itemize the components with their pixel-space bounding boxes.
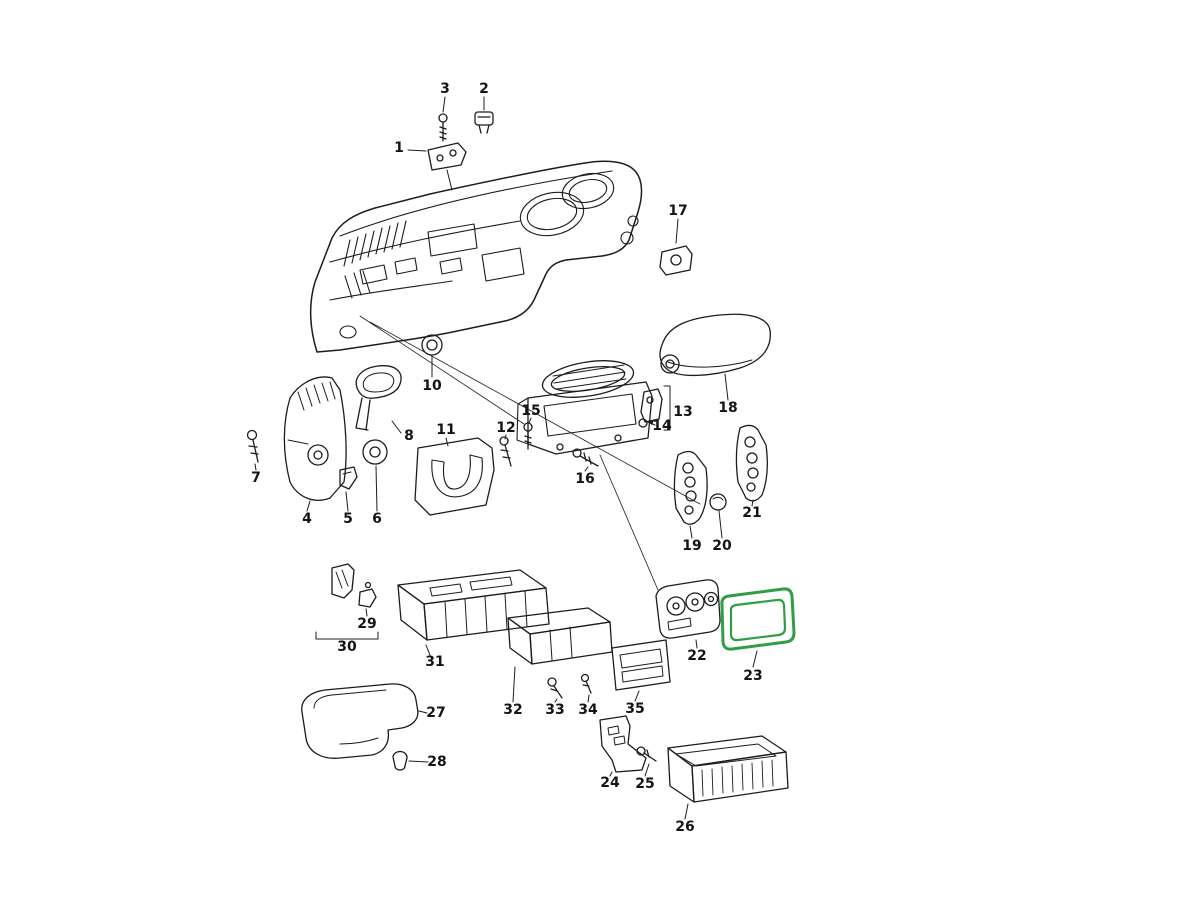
part-30-bracket: [315, 563, 379, 640]
part-label-21: 21: [742, 505, 762, 521]
part-label-15: 15: [521, 403, 541, 419]
part-label-26: 26: [675, 819, 695, 835]
part-2-clip: [474, 96, 494, 134]
part-label-4: 4: [302, 511, 312, 527]
part-label-23: 23: [743, 668, 763, 684]
part-label-18: 18: [718, 400, 738, 416]
part-label-3: 3: [440, 81, 450, 97]
part-35-faceplate: [611, 639, 671, 702]
part-label-7: 7: [251, 470, 261, 486]
part-label-31: 31: [425, 654, 445, 670]
part-26-console: [667, 735, 789, 820]
part-15-screw: [523, 417, 533, 450]
part-11-frame: [414, 437, 495, 516]
part-label-12: 12: [496, 420, 516, 436]
part-label-8: 8: [404, 428, 414, 444]
part-label-19: 19: [682, 538, 702, 554]
part-23-highlight-frame: [720, 587, 796, 668]
part-label-27: 27: [426, 705, 446, 721]
part-4-endcap: [283, 376, 347, 512]
part-33-screw: [547, 677, 563, 703]
center-vent-assembly: [516, 360, 653, 455]
part-17-switch: [659, 218, 693, 276]
part-13-bracket: [640, 385, 671, 431]
part-label-2: 2: [479, 81, 489, 97]
part-label-1: 1: [394, 140, 404, 156]
part-31-box: [397, 569, 550, 656]
part-6-knob: [362, 439, 388, 512]
part-1-bracket: [407, 142, 467, 191]
part-34-screw: [580, 673, 592, 703]
part-18-pad: [659, 313, 771, 401]
part-7-screw: [246, 429, 259, 471]
part-28-grommet: [392, 750, 429, 771]
part-19-switch-strip: [673, 450, 708, 539]
part-16-screw: [572, 448, 599, 472]
dashboard-panel: [309, 160, 643, 353]
part-label-5: 5: [343, 511, 353, 527]
part-25-screw: [636, 746, 657, 777]
part-label-34: 34: [578, 702, 598, 718]
part-label-17: 17: [668, 203, 688, 219]
part-5-clip: [339, 466, 358, 512]
part-21-switch-strip: [735, 424, 768, 507]
part-label-32: 32: [503, 702, 523, 718]
part-label-13: 13: [673, 404, 693, 420]
part-label-24: 24: [600, 775, 620, 791]
part-label-28: 28: [427, 754, 447, 770]
part-12-screw: [499, 434, 512, 467]
part-label-30: 30: [337, 639, 357, 655]
diagram-lines: [246, 96, 796, 820]
part-label-10: 10: [422, 378, 442, 394]
part-3-screw: [438, 96, 448, 142]
part-label-35: 35: [625, 701, 645, 717]
part-20-cap: [709, 493, 727, 539]
part-label-14: 14: [652, 418, 672, 434]
part-label-11: 11: [436, 422, 456, 438]
part-label-16: 16: [575, 471, 595, 487]
part-29-clip: [358, 581, 377, 617]
part-label-22: 22: [687, 648, 707, 664]
part-label-33: 33: [545, 702, 565, 718]
part-label-20: 20: [712, 538, 732, 554]
part-8-loop: [355, 365, 402, 434]
part-27-duct: [301, 683, 428, 759]
part-label-25: 25: [635, 776, 655, 792]
part-label-6: 6: [372, 511, 382, 527]
part-10-grommet: [421, 334, 443, 378]
part-label-29: 29: [357, 616, 377, 632]
part-24-bracket: [599, 715, 647, 777]
part-22-control-panel: [655, 579, 721, 649]
